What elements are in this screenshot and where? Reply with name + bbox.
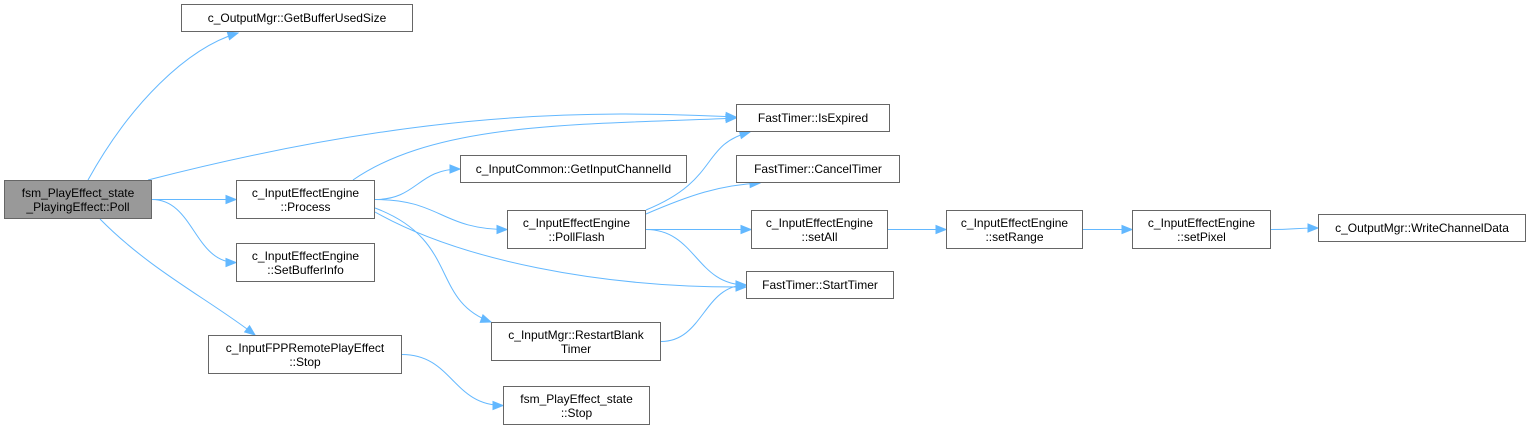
edge-line (374, 168, 461, 200)
edge-line (352, 117, 737, 181)
node-label-line: ::SetBufferInfo (267, 262, 344, 277)
node-inputeffectengine-setpixel[interactable]: c_InputEffectEngine ::setPixel (1132, 210, 1271, 249)
edge-line (401, 354, 504, 406)
edge-process-to-getinputchannelid (374, 164, 462, 200)
node-getbufferusedsize[interactable]: c_OutputMgr::GetBufferUsedSize (181, 4, 413, 32)
edge-line (147, 113, 737, 181)
node-label-line: ::setRange (985, 229, 1044, 244)
edge-line (87, 32, 239, 181)
edge-setrange-to-setpixel (1083, 224, 1134, 235)
edge-process-to-pollflash (374, 199, 509, 235)
edge-line (374, 199, 508, 230)
node-label-line: c_OutputMgr::GetBufferUsedSize (207, 11, 387, 25)
edge-line (660, 284, 747, 342)
node-label-line: c_InputEffectEngine (960, 215, 1069, 230)
node-inputcommon-getinputchannelid[interactable]: c_InputCommon::GetInputChannelId (460, 155, 687, 183)
node-label-line: ::setAll (801, 229, 838, 244)
edge-arrowhead (740, 224, 753, 235)
node-label-line: ::Stop (289, 354, 321, 369)
edge-setall-to-setrange (888, 224, 948, 235)
edge-arrowhead (226, 31, 240, 41)
node-inputeffectengine-setrange[interactable]: c_InputEffectEngine ::setRange (946, 210, 1083, 249)
edge-arrowhead (735, 280, 748, 290)
node-label-line: ::Stop (560, 405, 593, 420)
node-label-line: FastTimer::CancelTimer (754, 162, 882, 176)
node-label-line: c_InputEffectEngine (251, 248, 360, 263)
edge-pollflash-to-canceltimer (645, 178, 762, 215)
node-label-line: Timer (560, 341, 592, 356)
node-inputeffectengine-setall[interactable]: c_InputEffectEngine ::setAll (751, 210, 888, 249)
node-label-line: ::PollFlash (548, 229, 605, 244)
node-label-line: ::Process (280, 199, 331, 214)
node-label-line: c_InputMgr::RestartBlank (508, 327, 644, 342)
edge-arrowhead (1307, 223, 1320, 233)
node-inputeffectengine-setbufferinfo[interactable]: c_InputEffectEngine ::SetBufferInfo (236, 243, 375, 282)
node-label-line: c_InputFPPRemotePlayEffect (225, 340, 385, 355)
edge-poll-to-process (151, 194, 238, 205)
node-label-line: c_OutputMgr::WriteChannelData (1335, 221, 1509, 235)
edge-arrowhead (225, 194, 238, 205)
edge-line (645, 131, 751, 211)
edge-arrowhead (725, 113, 738, 124)
edge-fpp-stop-to-state-stop (401, 354, 505, 411)
node-label-line: ::setPixel (1177, 229, 1226, 244)
node-label-line: c_InputEffectEngine (251, 185, 360, 200)
edge-arrowhead (496, 224, 509, 235)
node-label-line: fsm_PlayEffect_state (520, 391, 633, 406)
node-label-line: _PlayingEffect::Poll (26, 199, 130, 214)
node-label-line: c_InputEffectEngine (522, 215, 631, 230)
node-label-line: fsm_PlayEffect_state (21, 185, 135, 200)
edge-poll-to-getbufferusedsize (87, 31, 240, 181)
edge-poll-to-setbufferinfo (151, 199, 238, 268)
node-inputeffectengine-process[interactable]: c_InputEffectEngine ::Process (236, 180, 375, 219)
edge-setpixel-to-writechanneldata (1270, 223, 1320, 233)
edge-line (151, 199, 237, 263)
edge-line (645, 182, 761, 215)
edge-line (99, 218, 256, 336)
edge-arrowhead (243, 324, 257, 336)
node-fsm-playeffect-state-stop[interactable]: fsm_PlayEffect_state ::Stop (503, 386, 650, 425)
edge-pollflash-to-setall (646, 224, 753, 235)
edge-process-to-isexpired (352, 113, 738, 181)
edge-arrowhead (935, 224, 948, 235)
node-fasttimer-canceltimer[interactable]: FastTimer::CancelTimer (736, 155, 900, 183)
node-label-line: c_InputCommon::GetInputChannelId (475, 162, 672, 176)
edge-line (374, 211, 747, 288)
edge-pollflash-to-starttimer (645, 229, 748, 290)
edge-arrowhead (492, 400, 505, 411)
edge-arrowhead (479, 313, 493, 323)
edge-restartblanktimer-to-starttimer (660, 280, 748, 342)
node-inputfppremoteplayeffect-stop[interactable]: c_InputFPPRemotePlayEffect ::Stop (208, 335, 402, 374)
node-inputeffectengine-pollflash[interactable]: c_InputEffectEngine ::PollFlash (507, 210, 646, 249)
node-fsm-playingeffect-poll: fsm_PlayEffect_state _PlayingEffect::Pol… (4, 180, 152, 219)
node-fasttimer-starttimer[interactable]: FastTimer::StartTimer (746, 271, 894, 299)
edge-arrowhead (225, 257, 238, 268)
edge-process-to-restartblanktimer (374, 207, 493, 323)
edge-arrowhead (1121, 224, 1134, 235)
node-label-line: c_InputEffectEngine (765, 215, 874, 230)
edge-poll-to-fpp-stop (99, 218, 257, 336)
node-label-line: c_InputEffectEngine (1147, 215, 1256, 230)
edge-line (374, 207, 492, 323)
node-label-line: FastTimer::StartTimer (762, 278, 878, 292)
edge-line (645, 229, 747, 286)
node-label-line: FastTimer::IsExpired (757, 111, 869, 125)
edge-arrowhead (449, 164, 462, 174)
node-outputmgr-writechanneldata[interactable]: c_OutputMgr::WriteChannelData (1318, 214, 1526, 242)
node-inputmgr-restartblanktimer[interactable]: c_InputMgr::RestartBlank Timer (491, 322, 661, 361)
node-fasttimer-isexpired[interactable]: FastTimer::IsExpired (736, 104, 890, 132)
